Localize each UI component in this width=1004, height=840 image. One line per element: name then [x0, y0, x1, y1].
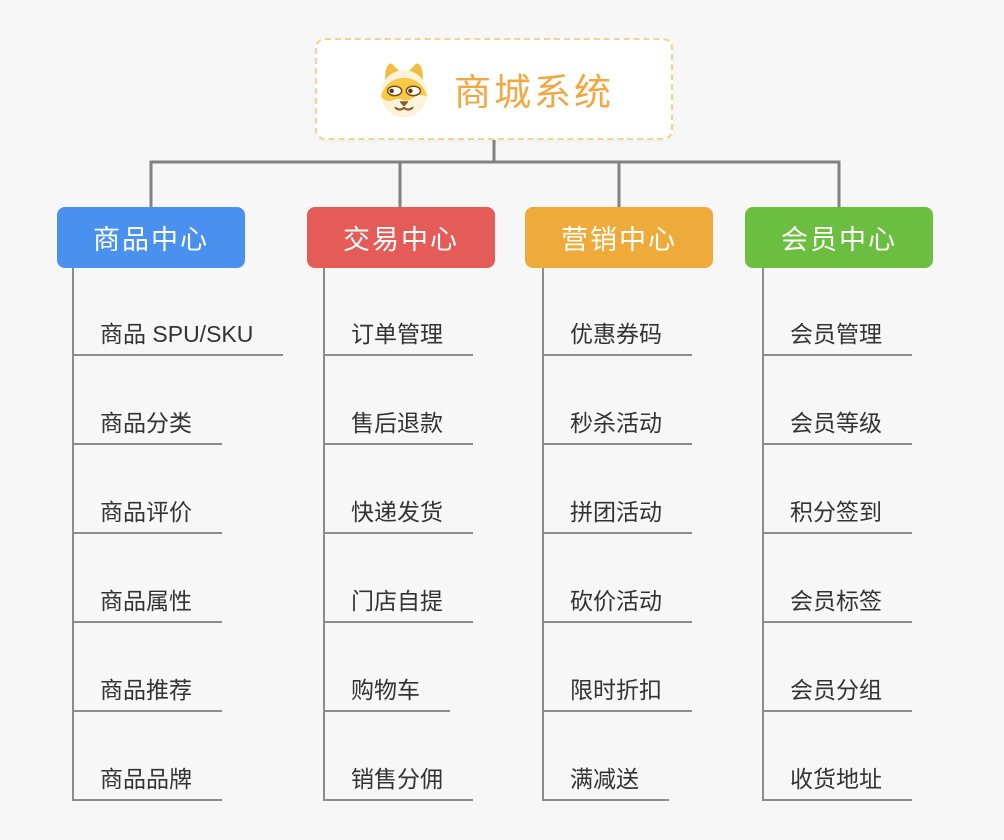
child-item-shopping-cart[interactable]: 购物车: [323, 676, 450, 712]
child-item-product-attribute[interactable]: 商品属性: [72, 587, 222, 623]
child-item-group-buy[interactable]: 拼团活动: [542, 498, 692, 534]
child-item-sales-commission[interactable]: 销售分佣: [323, 765, 473, 801]
branch-trunk-line: [762, 268, 764, 801]
root-title: 商城系统: [454, 72, 614, 113]
branch-trunk-line: [323, 268, 325, 801]
child-item-member-management[interactable]: 会员管理: [762, 320, 912, 356]
branch-trade-center: 交易中心 订单管理 售后退款 快递发货 门店自提 购物车 销售分佣: [307, 207, 567, 840]
branch-member-center: 会员中心 会员管理 会员等级 积分签到 会员标签 会员分组 收货地址: [745, 207, 1004, 840]
child-item-express-delivery[interactable]: 快递发货: [323, 498, 473, 534]
child-item-shipping-address[interactable]: 收货地址: [762, 765, 912, 801]
child-item-product-category[interactable]: 商品分类: [72, 409, 222, 445]
child-item-product-brand[interactable]: 商品品牌: [72, 765, 222, 801]
branch-trunk-line: [542, 268, 544, 801]
child-item-product-recommend[interactable]: 商品推荐: [72, 676, 222, 712]
child-item-store-pickup[interactable]: 门店自提: [323, 587, 473, 623]
branch-label-product-center[interactable]: 商品中心: [57, 207, 245, 268]
child-item-coupon-code[interactable]: 优惠券码: [542, 320, 692, 356]
child-item-points-checkin[interactable]: 积分签到: [762, 498, 912, 534]
branch-label-marketing-center[interactable]: 营销中心: [525, 207, 713, 268]
dog-face-icon: [374, 59, 434, 119]
child-item-member-tag[interactable]: 会员标签: [762, 587, 912, 623]
child-item-product-review[interactable]: 商品评价: [72, 498, 222, 534]
child-item-order-management[interactable]: 订单管理: [323, 320, 473, 356]
branch-label-trade-center[interactable]: 交易中心: [307, 207, 495, 268]
child-item-aftersale-refund[interactable]: 售后退款: [323, 409, 473, 445]
child-item-bargain-activity[interactable]: 砍价活动: [542, 587, 692, 623]
root-node[interactable]: 商城系统: [315, 38, 673, 140]
child-item-flash-sale[interactable]: 秒杀活动: [542, 409, 692, 445]
child-item-product-spu-sku[interactable]: 商品 SPU/SKU: [72, 320, 284, 356]
branch-marketing-center: 营销中心 优惠券码 秒杀活动 拼团活动 砍价活动 限时折扣 满减送: [525, 207, 785, 840]
child-item-full-reduction[interactable]: 满减送: [542, 765, 669, 801]
tree-connector-path: [149, 140, 841, 207]
branch-product-center: 商品中心 商品 SPU/SKU 商品分类 商品评价 商品属性 商品推荐 商品品牌: [57, 207, 317, 840]
child-item-limited-time-discount[interactable]: 限时折扣: [542, 676, 692, 712]
branch-label-member-center[interactable]: 会员中心: [745, 207, 933, 268]
child-item-member-level[interactable]: 会员等级: [762, 409, 912, 445]
branch-trunk-line: [72, 268, 74, 801]
child-item-member-group[interactable]: 会员分组: [762, 676, 912, 712]
